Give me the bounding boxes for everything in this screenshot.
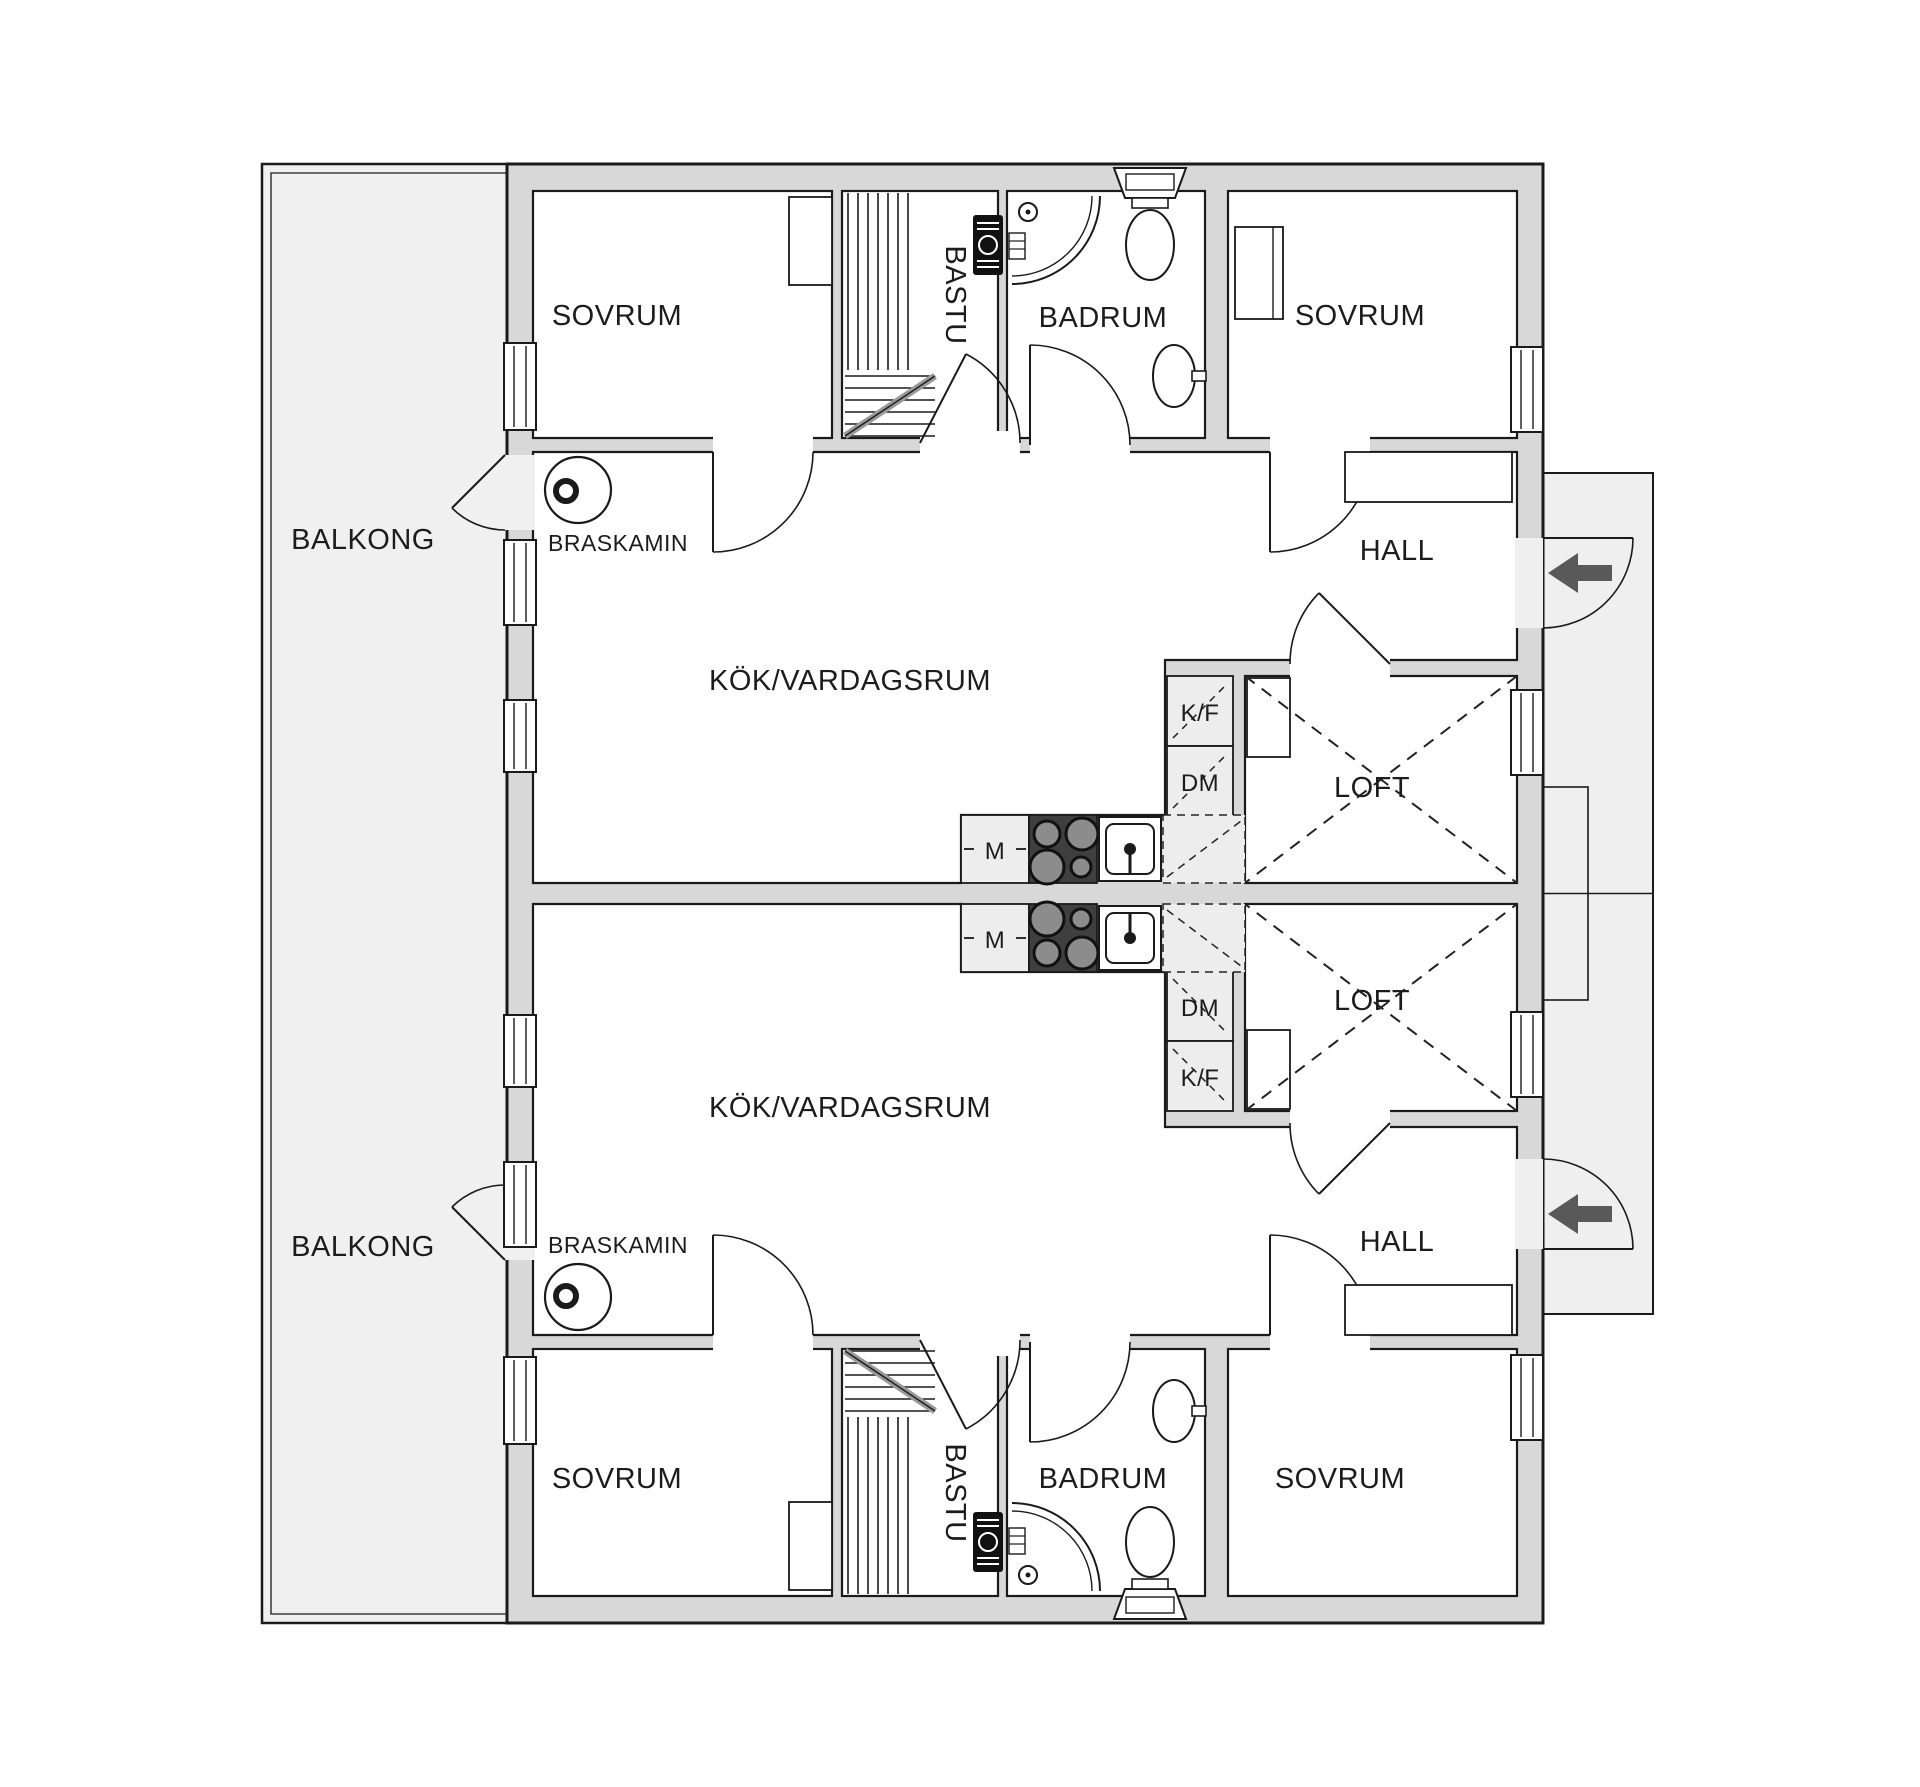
- toilet-icon: [1112, 167, 1188, 281]
- balcony-door-bottom: [451, 1184, 506, 1261]
- sink-icon: [1098, 816, 1162, 882]
- window-icon: [1510, 1011, 1544, 1098]
- door-sovrum-left-bottom: [712, 1234, 814, 1336]
- sauna-upper: [843, 193, 1003, 439]
- shower-icon: [1008, 1502, 1101, 1592]
- stairs-icon: [843, 1348, 937, 1414]
- hall-closet-bottom: [1344, 1284, 1513, 1336]
- label-braskamin-bottom: BRASKAMIN: [548, 1232, 688, 1258]
- window-icon: [1510, 346, 1544, 433]
- label-kf-bottom: K/F: [1181, 1065, 1220, 1092]
- fireplace-icon: [543, 1262, 613, 1332]
- label-dm-bottom: DM: [1181, 995, 1219, 1022]
- label-kf-top: K/F: [1181, 700, 1220, 727]
- fireplace-icon: [543, 455, 613, 525]
- label-sovrum-top-left: SOVRUM: [552, 300, 682, 332]
- label-dm-top: DM: [1181, 770, 1219, 797]
- door-badrum-bottom: [1029, 1341, 1131, 1443]
- label-balkong-top: BALKONG: [291, 524, 435, 556]
- door-bastu-bottom: [919, 1339, 1021, 1430]
- windows: [503, 342, 1544, 1445]
- closet-sovrum-top-left: [788, 196, 833, 286]
- kitchen-lower: [960, 900, 1246, 1112]
- bathroom-lower: [1008, 1379, 1207, 1620]
- window-icon: [503, 1161, 537, 1248]
- wardrobe-sovrum-top-right: [1234, 226, 1284, 320]
- label-sovrum-bottom-left: SOVRUM: [552, 1463, 682, 1495]
- balcony-door-top: [451, 454, 506, 531]
- window-icon: [503, 1014, 537, 1088]
- window-icon: [503, 1356, 537, 1445]
- fridge-freezer-cabinet: [1166, 1040, 1234, 1112]
- label-bastu-bottom: BASTU: [939, 1443, 971, 1542]
- kitchen-upper: [960, 675, 1246, 886]
- room-sovrum-top-left: [531, 189, 834, 440]
- dishwasher-cabinet: [1166, 745, 1234, 817]
- entry-door-bottom: [1542, 1158, 1634, 1250]
- label-kok-bottom: KÖK/VARDAGSRUM: [709, 1092, 991, 1124]
- loft-cross-lower: [1244, 903, 1518, 1112]
- window-icon: [1510, 1354, 1544, 1441]
- bathroom-sink-icon: [1152, 344, 1207, 408]
- label-sovrum-top-right: SOVRUM: [1295, 300, 1425, 332]
- bathroom-sink-icon: [1152, 1379, 1207, 1443]
- label-hall-bottom: HALL: [1360, 1226, 1435, 1258]
- door-sovrum-left-top: [712, 451, 814, 553]
- label-badrum-bottom: BADRUM: [1039, 1463, 1168, 1495]
- fridge-freezer-cabinet: [1166, 675, 1234, 747]
- entry-porch: [1542, 472, 1654, 1315]
- label-kok-top: KÖK/VARDAGSRUM: [709, 665, 991, 697]
- label-m-bottom: M: [985, 927, 1006, 954]
- window-icon: [503, 342, 537, 431]
- entry-arrow-icon: [1548, 553, 1612, 593]
- balcony: [260, 162, 509, 1625]
- label-loft-bottom: LOFT: [1334, 985, 1410, 1017]
- door-openings: [503, 431, 1543, 1356]
- label-hall-top: HALL: [1360, 535, 1435, 567]
- sauna-lower: [843, 1348, 1003, 1594]
- label-balkong-bottom: BALKONG: [291, 1231, 435, 1263]
- sauna-bench-icon: [847, 1417, 909, 1594]
- label-badrum-top: BADRUM: [1039, 302, 1168, 334]
- hall-closet-top: [1344, 451, 1513, 503]
- loft-cross-upper: [1244, 675, 1518, 884]
- stairs-icon: [843, 373, 937, 439]
- loft-shaft-top: [1246, 677, 1291, 758]
- label-bastu-top: BASTU: [939, 245, 971, 344]
- label-sovrum-bottom-right: SOVRUM: [1275, 1463, 1405, 1495]
- entry-arrow-icon: [1548, 1194, 1612, 1234]
- window-icon: [503, 699, 537, 773]
- window-icon: [1510, 689, 1544, 776]
- room-sovrum-bottom-right: [1226, 1347, 1519, 1598]
- toilet-icon: [1112, 1506, 1188, 1620]
- label-loft-top: LOFT: [1334, 772, 1410, 804]
- window-icon: [503, 539, 537, 626]
- label-braskamin-top: BRASKAMIN: [548, 530, 688, 556]
- sink-icon: [1098, 905, 1162, 971]
- bathroom-upper: [1008, 167, 1207, 408]
- sauna-bench-icon: [847, 193, 909, 370]
- label-m-top: M: [985, 838, 1006, 865]
- shower-icon: [1008, 195, 1101, 285]
- closets: [788, 196, 1513, 1591]
- closet-sovrum-bottom-left: [788, 1501, 833, 1591]
- entry-door-top: [1542, 537, 1634, 629]
- sauna-heater-icon: [973, 1512, 1003, 1572]
- door-bastu-top: [919, 353, 1021, 444]
- door-loft-closet-top: [1289, 592, 1391, 665]
- door-badrum-top: [1029, 344, 1131, 446]
- room-sovrum-bottom-left: [531, 1347, 834, 1598]
- door-loft-closet-bottom: [1289, 1122, 1391, 1195]
- loft-shaft-bottom: [1246, 1029, 1291, 1110]
- sauna-heater-icon: [973, 215, 1003, 275]
